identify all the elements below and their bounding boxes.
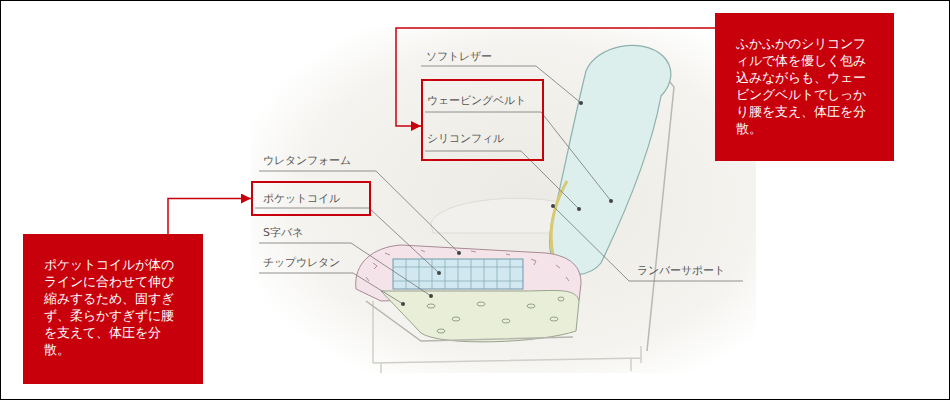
highlight-frame: ウェービングベルトシリコンフィル — [421, 79, 544, 161]
leader-dot — [609, 199, 613, 203]
illustration-ground — [251, 28, 756, 373]
leader-line — [259, 243, 431, 296]
leader-dot — [437, 271, 441, 275]
callout-text: ふかふかのシリコンフィルで体を優しく包み込みながらも、ウェービングベルトでしっか… — [736, 35, 874, 137]
callout-box: ふかふかのシリコンフィルで体を優しく包み込みながらも、ウェービングベルトでしっか… — [715, 13, 894, 161]
chip — [452, 317, 460, 321]
callout-arrow — [168, 199, 251, 235]
leader-dot — [429, 294, 433, 298]
callout-text: ポケットコイルが体のラインに合わせて伸び縮みするため、固すぎず、柔らかすぎずに腰… — [44, 256, 183, 358]
leader-dot — [457, 251, 461, 255]
leader-line — [255, 208, 439, 273]
chip — [527, 304, 535, 308]
leader-dots — [401, 101, 613, 306]
part-label: ソフトレザー — [426, 49, 492, 65]
part-label: ポケットコイル — [263, 191, 365, 207]
part-label: ウェービングベルト — [427, 93, 538, 109]
callout-box: ポケットコイルが体のラインに合わせて伸び縮みするため、固すぎず、柔らかすぎずに腰… — [23, 234, 203, 384]
chip-texture — [427, 297, 564, 333]
part-label: シリコンフィル — [427, 131, 538, 147]
part-label: ウレタンフォーム — [263, 153, 351, 169]
coil-grid — [393, 259, 523, 289]
leader-dot — [579, 101, 583, 105]
chip — [502, 319, 510, 323]
backrest-cushion — [550, 45, 671, 275]
part-label: チップウレタン — [263, 255, 340, 271]
chip — [437, 329, 445, 333]
chip — [427, 304, 435, 308]
seat-frame — [366, 301, 573, 341]
part-label: S字バネ — [263, 225, 303, 241]
leader-line — [553, 206, 743, 281]
leader-line — [259, 273, 403, 304]
callout-arrow — [396, 28, 715, 126]
leader-dot — [401, 302, 405, 306]
chip — [558, 297, 564, 301]
leader-line — [259, 171, 459, 253]
leader-dot — [577, 207, 581, 211]
leader-dot — [551, 204, 555, 208]
leader-lines — [255, 66, 743, 304]
lumbar-support — [551, 181, 567, 266]
leader-line — [425, 112, 611, 201]
chip — [477, 302, 485, 306]
chip — [550, 317, 558, 321]
armrest — [431, 198, 567, 233]
highlight-frame: ポケットコイル — [251, 181, 371, 216]
pocket-coil — [393, 259, 523, 289]
part-label: ランバーサポート — [637, 263, 725, 279]
